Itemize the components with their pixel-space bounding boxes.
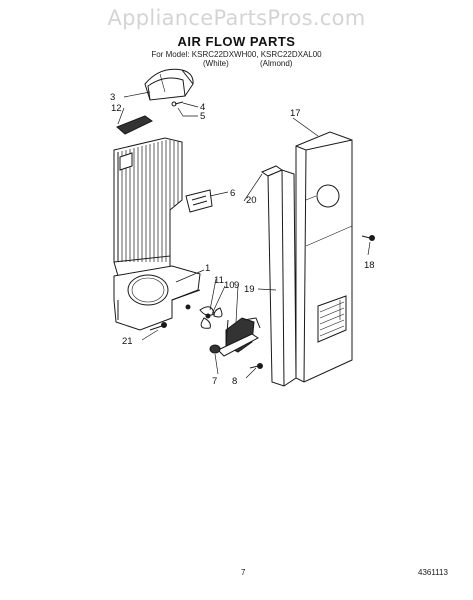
callout-19: 19: [244, 284, 255, 295]
leader-lines: [117, 91, 371, 379]
part-screw-21: [149, 322, 167, 331]
callout-10: 7: [212, 376, 217, 387]
watermark-logo: AppliancePartsPros.com: [107, 6, 366, 30]
color-label-white: (White): [203, 59, 229, 68]
callout-5: 5: [200, 111, 205, 122]
part-liner-channel: [267, 169, 297, 387]
callout-21: 21: [122, 336, 133, 347]
model-line: For Model: KSRC22DXWH00, KSRC22DXAL00: [151, 50, 322, 59]
callout-18: 18: [364, 260, 375, 271]
part-fan-motor: [217, 317, 261, 357]
part-9: [185, 304, 191, 310]
callout-20: 20: [246, 195, 257, 206]
part-foam-block: [116, 113, 153, 135]
part-rear-panel: [295, 131, 353, 383]
callout-8: 10: [224, 280, 235, 291]
page-title: AIR FLOW PARTS: [177, 34, 296, 49]
document-number: 4361113: [418, 568, 448, 577]
callout-3: 3: [110, 92, 115, 103]
callout-1: 1: [205, 263, 210, 274]
part-ribbed-duct: [113, 137, 183, 277]
callout-12: 6: [230, 188, 235, 199]
part-damper: [185, 189, 213, 213]
callout-labels: 3 12 4 5 17 6 20 18 1 11 10 9 19 21 7 8: [110, 92, 375, 387]
part-fan-shroud: [113, 265, 201, 331]
part-screw-11: [249, 363, 263, 369]
color-label-almond: (Almond): [260, 59, 293, 68]
callout-6: 12: [111, 103, 122, 114]
part-fan-blade: [199, 306, 223, 329]
callout-7: 9: [234, 280, 239, 291]
part-screw-4: [171, 101, 184, 107]
part-air-duct-cover: [144, 68, 194, 101]
page-number: 7: [241, 568, 246, 577]
callout-4: 4: [200, 102, 205, 113]
callout-17: 17: [290, 108, 301, 119]
callout-9: 11: [214, 275, 224, 286]
part-screw-18: [361, 235, 375, 241]
callout-11: 8: [232, 376, 237, 387]
part-grommet: [209, 344, 221, 354]
